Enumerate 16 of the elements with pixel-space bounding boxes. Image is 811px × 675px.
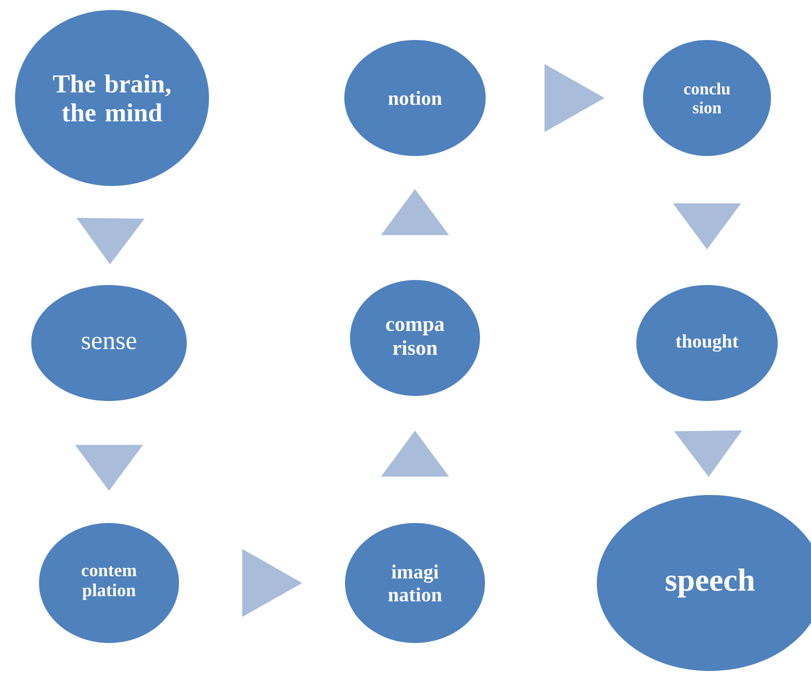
- ellipse-node: imagi nation: [345, 523, 485, 643]
- ellipse-node: The brain, the mind: [15, 10, 209, 186]
- arrow: [673, 203, 741, 250]
- arrow: [674, 430, 742, 477]
- arrow: [75, 444, 143, 491]
- ellipse-node: compa rison: [350, 280, 480, 396]
- arrow: [381, 430, 449, 477]
- ellipse-node: sense: [31, 285, 187, 401]
- arrow: [381, 189, 449, 236]
- ellipse-node: thought: [636, 285, 778, 401]
- ellipse-node: conclu sion: [643, 40, 771, 156]
- ellipse-node: contem plation: [39, 523, 179, 643]
- arrow: [76, 218, 145, 264]
- arrow: [544, 64, 605, 132]
- arrow: [242, 549, 302, 617]
- ellipse-node: notion: [344, 40, 486, 156]
